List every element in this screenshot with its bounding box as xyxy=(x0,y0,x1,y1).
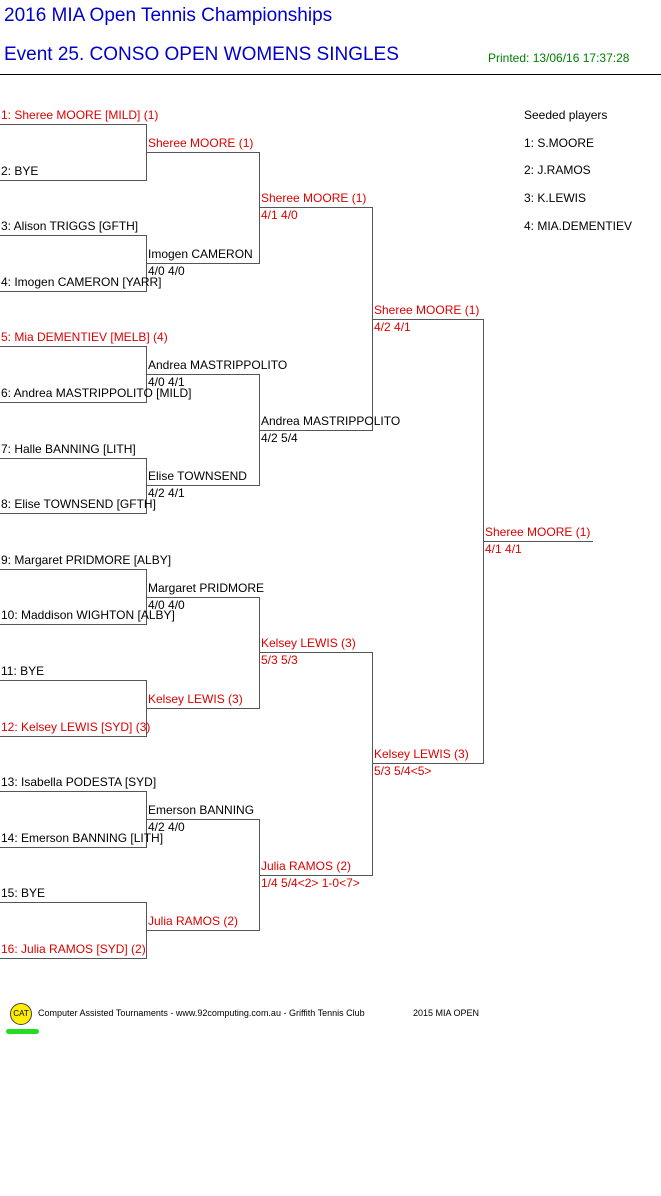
match-score: 4/0 4/0 xyxy=(148,264,185,278)
bracket-line xyxy=(0,680,146,681)
printed-timestamp: Printed: 13/06/16 17:37:28 xyxy=(488,51,630,65)
bracket-line xyxy=(259,207,372,208)
seed-entry: 3: K.LEWIS xyxy=(524,191,587,205)
player-entry: 14: Emerson BANNING [LITH] xyxy=(1,831,164,845)
match-winner: Sheree MOORE (1) xyxy=(261,191,367,205)
header-divider xyxy=(0,74,661,75)
bracket-line xyxy=(0,624,146,625)
player-entry: 16: Julia RAMOS [SYD] (2) xyxy=(1,942,146,956)
bracket-line xyxy=(146,152,259,153)
player-entry: 10: Maddison WIGHTON [ALBY] xyxy=(1,608,175,622)
match-score: 4/2 4/0 xyxy=(148,820,185,834)
match-winner: Julia RAMOS (2) xyxy=(148,914,239,928)
match-score: 4/0 4/0 xyxy=(148,598,185,612)
bracket-line xyxy=(0,513,146,514)
match-score: 4/1 4/0 xyxy=(261,208,298,222)
bracket-line xyxy=(0,458,146,459)
bracket-line xyxy=(0,291,146,292)
player-entry: 4: Imogen CAMERON [YARR] xyxy=(1,275,162,289)
match-winner: Sheree MOORE (1) xyxy=(485,525,591,539)
bracket-line xyxy=(259,652,372,653)
bracket-line xyxy=(0,791,146,792)
player-entry: 13: Isabella PODESTA [SYD] xyxy=(1,775,157,789)
player-entry: 8: Elise TOWNSEND [GFTH] xyxy=(1,497,156,511)
logo-underline xyxy=(6,1029,39,1034)
bracket-connector xyxy=(259,597,260,709)
player-entry: 3: Alison TRIGGS [GFTH] xyxy=(1,219,139,233)
seed-entry: 4: MIA.DEMENTIEV xyxy=(524,219,633,233)
player-entry: 9: Margaret PRIDMORE [ALBY] xyxy=(1,553,172,567)
match-winner: Emerson BANNING xyxy=(148,803,255,817)
bracket-line xyxy=(0,346,146,347)
player-entry: 2: BYE xyxy=(1,164,39,178)
seed-entry: 1: S.MOORE xyxy=(524,136,595,150)
match-winner: Elise TOWNSEND xyxy=(148,469,247,483)
bracket-line xyxy=(0,180,146,181)
match-winner: Imogen CAMERON xyxy=(148,247,253,261)
match-score: 5/3 5/3 xyxy=(261,653,298,667)
player-entry: 7: Halle BANNING [LITH] xyxy=(1,442,136,456)
footer-event: 2015 MIA OPEN xyxy=(413,1008,480,1018)
bracket-line xyxy=(0,847,146,848)
bracket-line xyxy=(146,374,259,375)
player-entry: 11: BYE xyxy=(1,664,45,678)
cat-logo-icon: CAT xyxy=(10,1003,32,1025)
seed-entry: 2: J.RAMOS xyxy=(524,163,591,177)
match-score: 4/0 4/1 xyxy=(148,375,185,389)
match-winner: Andrea MASTRIPPOLITO xyxy=(148,358,288,372)
match-winner: Margaret PRIDMORE xyxy=(148,581,265,595)
match-winner: Sheree MOORE (1) xyxy=(374,303,480,317)
bracket-line xyxy=(146,708,259,709)
bracket-line xyxy=(483,541,593,542)
seeded-players-title: Seeded players xyxy=(524,108,608,122)
bracket-connector xyxy=(259,152,260,264)
bracket-line xyxy=(0,902,146,903)
bracket-line xyxy=(0,958,146,959)
match-winner: Andrea MASTRIPPOLITO xyxy=(261,414,401,428)
match-winner: Kelsey LEWIS (3) xyxy=(374,747,469,761)
bracket-line xyxy=(0,124,146,125)
bracket-connector xyxy=(146,458,147,514)
match-score: 4/2 4/1 xyxy=(374,320,411,334)
match-winner: Kelsey LEWIS (3) xyxy=(261,636,356,650)
footer-credit: Computer Assisted Tournaments - www.92co… xyxy=(38,1008,365,1018)
bracket-line xyxy=(0,569,146,570)
bracket-line xyxy=(0,235,146,236)
match-winner: Julia RAMOS (2) xyxy=(261,859,352,873)
page-title: 2016 MIA Open Tennis Championships xyxy=(4,5,333,26)
bracket-line xyxy=(372,763,483,764)
player-entry: 15: BYE xyxy=(1,886,46,900)
event-title: Event 25. CONSO OPEN WOMENS SINGLES xyxy=(4,44,399,65)
match-score: 4/2 5/4 xyxy=(261,431,298,445)
bracket-line xyxy=(146,930,259,931)
bracket-line xyxy=(146,819,259,820)
bracket-line xyxy=(146,263,259,264)
match-score: 5/3 5/4<5> xyxy=(374,764,432,778)
player-entry: 6: Andrea MASTRIPPOLITO [MILD] xyxy=(1,386,192,400)
bracket-connector xyxy=(372,652,373,876)
match-score: 4/2 4/1 xyxy=(148,486,185,500)
player-entry: 12: Kelsey LEWIS [SYD] (3) xyxy=(1,720,151,734)
bracket-line xyxy=(146,597,259,598)
player-entry: 5: Mia DEMENTIEV [MELB] (4) xyxy=(1,330,168,344)
player-entry: 1: Sheree MOORE [MILD] (1) xyxy=(1,108,159,122)
match-winner: Kelsey LEWIS (3) xyxy=(148,692,243,706)
bracket-line xyxy=(146,485,259,486)
bracket-line xyxy=(259,430,372,431)
bracket-line xyxy=(0,736,146,737)
match-score: 1/4 5/4<2> 1-0<7> xyxy=(261,876,360,890)
match-winner: Sheree MOORE (1) xyxy=(148,136,254,150)
bracket-line xyxy=(259,875,372,876)
bracket-line xyxy=(372,319,483,320)
match-score: 4/1 4/1 xyxy=(485,542,522,556)
bracket-line xyxy=(0,402,146,403)
